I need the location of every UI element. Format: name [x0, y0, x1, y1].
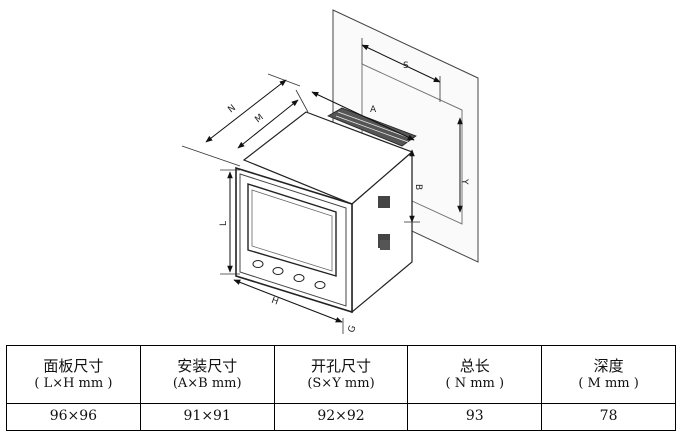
dim-line-m: [237, 99, 299, 149]
header-unit: (S×Y mm): [307, 375, 375, 391]
front-button-3: [293, 274, 305, 282]
value-total-length: 93: [407, 403, 543, 431]
dim-label-l: L: [219, 221, 229, 226]
dim-label-g: G: [347, 324, 359, 334]
header-unit: (A×B mm): [172, 375, 242, 391]
header-unit: ( L×H mm ): [34, 375, 113, 391]
header-unit: ( N mm ): [445, 375, 505, 391]
dim-line-s: [361, 44, 441, 83]
value-cutout-size: 92×92: [273, 403, 409, 431]
value-depth: 78: [541, 403, 676, 431]
header-title: 深度: [593, 357, 624, 375]
dim-label-b: B: [413, 184, 423, 190]
value-panel-size: 96×96: [6, 403, 141, 431]
side-vent-upper: [378, 196, 390, 208]
table-header-row: 面板尺寸 ( L×H mm ) 安装尺寸 (A×B mm) 开孔尺寸 (S×Y …: [6, 345, 676, 404]
front-button-2: [272, 267, 284, 275]
dim-label-a: A: [370, 105, 377, 115]
header-panel-size: 面板尺寸 ( L×H mm ): [6, 345, 141, 404]
front-bezel-rim: [239, 173, 347, 307]
dim-label-y: Y: [459, 178, 469, 185]
dim-line-h: [233, 279, 343, 323]
header-title: 开孔尺寸: [310, 357, 371, 375]
front-button-1: [252, 260, 264, 268]
header-install-size: 安装尺寸 (A×B mm): [139, 345, 275, 404]
header-title: 面板尺寸: [43, 357, 104, 375]
header-cutout-size: 开孔尺寸 (S×Y mm): [273, 345, 409, 404]
header-unit: ( M mm ): [578, 375, 639, 391]
dim-line-a: [311, 91, 415, 141]
dim-label-s: S: [403, 61, 409, 71]
header-title: 安装尺寸: [177, 357, 238, 375]
dim-label-m: M: [253, 113, 265, 126]
value-install-size: 91×91: [139, 403, 275, 431]
dim-label-h: H: [270, 296, 280, 308]
dimension-spec-table: 面板尺寸 ( L×H mm ) 安装尺寸 (A×B mm) 开孔尺寸 (S×Y …: [6, 345, 676, 431]
header-total-length: 总长 ( N mm ): [407, 345, 543, 404]
header-depth: 深度 ( M mm ): [541, 345, 676, 404]
front-button-4: [314, 281, 326, 289]
panel-meter-dimension-drawing: S Y N M A B L H G: [181, 9, 479, 334]
header-title: 总长: [459, 357, 490, 375]
dim-line-n: [205, 79, 287, 143]
display-window: [247, 183, 337, 277]
table-value-row: 96×96 91×91 92×92 93 78: [6, 403, 676, 431]
dim-label-n: N: [226, 103, 237, 115]
